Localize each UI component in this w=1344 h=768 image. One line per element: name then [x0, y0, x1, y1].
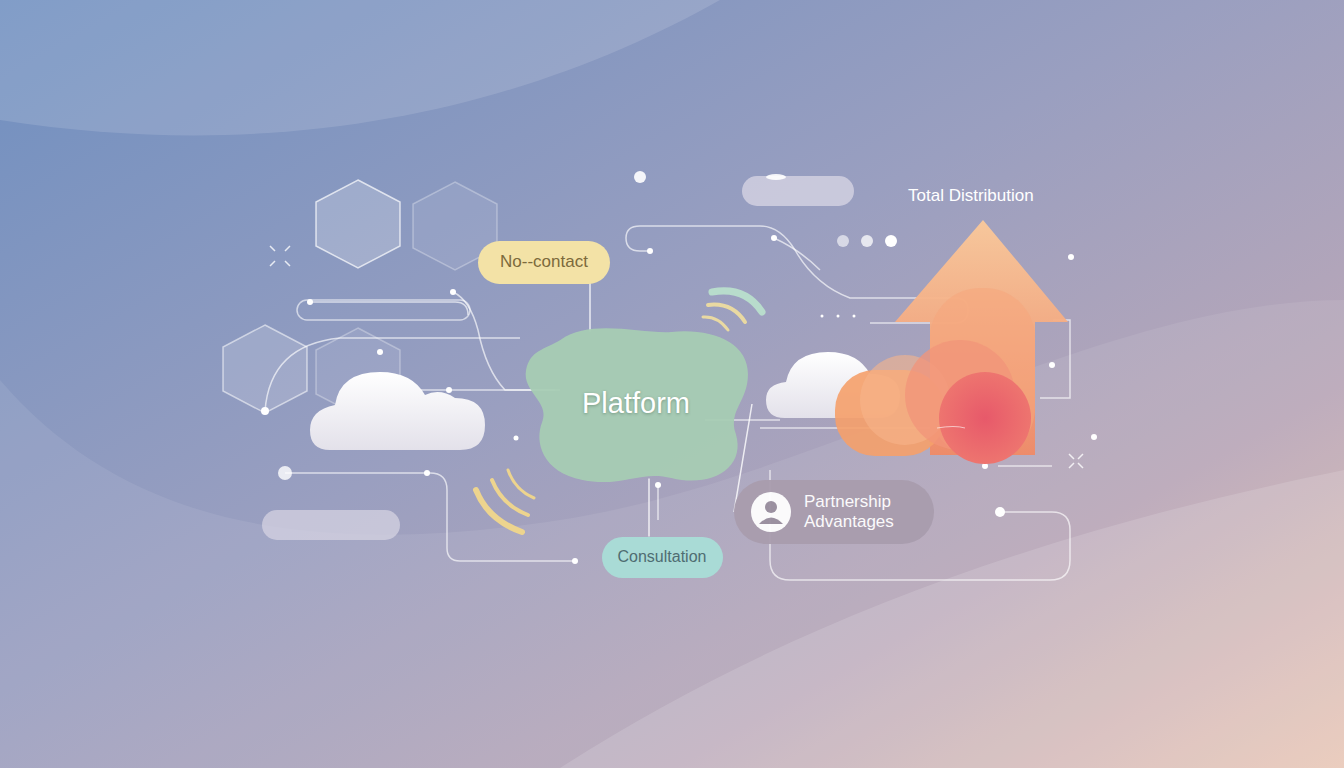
avatar-pill: Partnership Advantages — [734, 480, 934, 544]
swoosh — [560, 470, 1344, 768]
signal-arcs — [476, 291, 762, 532]
connector-line — [648, 479, 650, 537]
chart-label: Total Distribution — [908, 186, 1034, 206]
platform-blob: Platform — [520, 322, 752, 487]
network-dots — [261, 171, 1097, 564]
blob-fill — [526, 328, 748, 482]
avatar-icon — [750, 491, 792, 533]
node-title: Platform — [582, 387, 690, 420]
tag-pill: No--contact — [478, 241, 610, 284]
node-label: Partnership Advantages — [804, 492, 914, 531]
growth-arrow — [835, 220, 1068, 464]
node-label: Consultation — [618, 548, 707, 566]
swoosh — [0, 300, 1344, 768]
swoosh — [0, 0, 720, 135]
node-label: No--contact — [500, 252, 588, 272]
tag-pill: Consultation — [602, 537, 723, 578]
connector-line — [589, 280, 591, 332]
